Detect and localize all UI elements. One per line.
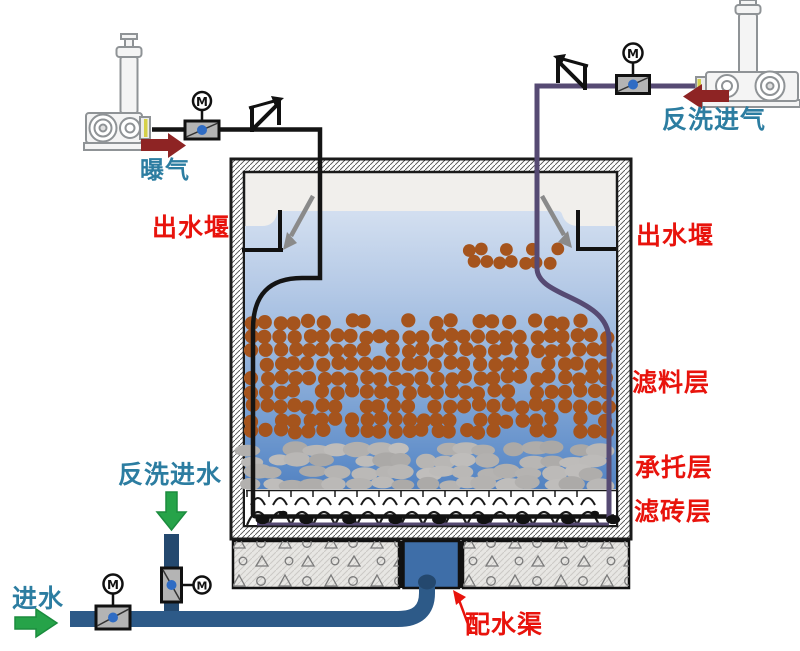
- weir-plate-right: [576, 210, 616, 251]
- aeration-pipe: [152, 127, 614, 519]
- channel-pointer-arrow-icon: [453, 590, 473, 633]
- inlet-pipe-cap: [418, 574, 436, 590]
- label-filter-media-layer: 滤料层: [632, 368, 711, 397]
- svg-text:M: M: [197, 580, 208, 593]
- weir-pointer-head: [283, 232, 297, 250]
- outlet-weir-right-structure: [540, 194, 616, 251]
- channel-wall-left: [399, 541, 404, 588]
- motor-actuator-icon: [102, 573, 124, 595]
- label-filter-brick-layer: 滤砖层: [634, 497, 713, 526]
- label-distribution-channel: 配水渠: [465, 610, 544, 639]
- motor-actuator-icon: [192, 575, 212, 595]
- aeration-orifice-dots: [255, 510, 621, 525]
- weir-pointer-head: [558, 231, 572, 248]
- motor-valve-inlet: M: [94, 573, 132, 631]
- inlet-pipe: [70, 581, 435, 627]
- label-outlet-weir-right: 出水堰: [636, 221, 715, 250]
- motor-actuator-icon: [191, 90, 213, 112]
- outlet-weir-left-structure: [242, 194, 315, 252]
- motor-valve-aeration: M: [183, 90, 221, 141]
- label-aeration: 曝气: [140, 156, 190, 184]
- label-backwash-water-inlet: 反洗进水: [118, 460, 223, 489]
- backwash-water-flow-arrow-icon: [155, 491, 188, 532]
- label-support-layer: 承托层: [635, 453, 714, 482]
- filter-media-bed: [243, 313, 617, 440]
- weir-plate-left: [242, 210, 283, 252]
- weir-pointer-icon: [540, 194, 566, 237]
- backwash-air-flow-arrow-icon: [683, 84, 729, 109]
- check-valve-icon: [248, 96, 284, 132]
- label-backwash-air-inlet: 反洗进气: [662, 105, 767, 134]
- motor-actuator-icon: [622, 42, 644, 64]
- motor-valve-backwash-water: M: [160, 566, 212, 604]
- weir-pointer-icon: [289, 194, 315, 238]
- label-water-inlet: 进水: [12, 584, 65, 613]
- roots-blower-icon: [83, 33, 151, 151]
- floating-media-particles: [462, 242, 565, 270]
- svg-text:M: M: [107, 578, 119, 592]
- check-valve-icon: [553, 54, 589, 90]
- backwash-air-pipe: [534, 83, 700, 521]
- foundation-block-left: [231, 539, 401, 590]
- inlet-flow-arrow-icon: [14, 607, 59, 639]
- svg-text:M: M: [196, 95, 208, 109]
- support-gravel-layer: [234, 440, 615, 494]
- label-outlet-weir-left: 出水堰: [152, 213, 231, 242]
- channel-wall-right: [459, 541, 463, 588]
- distribution-channel-box: [402, 539, 461, 590]
- foundation-block-right: [461, 539, 631, 590]
- svg-text:M: M: [627, 47, 639, 61]
- aeration-flow-arrow-icon: [141, 133, 186, 158]
- motor-valve-backwash-air: M: [615, 42, 651, 95]
- foundation: [231, 539, 631, 590]
